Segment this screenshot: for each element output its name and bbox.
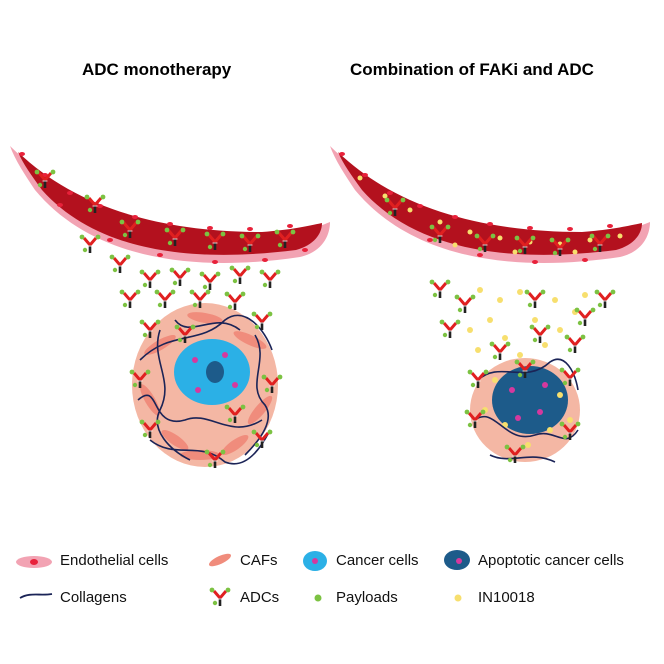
- legend-adcs-label: ADCs: [240, 589, 280, 606]
- legend-payload-icon: [314, 594, 322, 602]
- left-tumor: [128, 303, 284, 470]
- legend-endothelial-icon: [16, 556, 52, 568]
- legend-cancer-icon: [303, 551, 327, 571]
- right-extravasated-agents: [428, 278, 617, 362]
- left-blood-vessel: [10, 146, 330, 264]
- left-panel-title: ADC monotherapy: [82, 60, 232, 79]
- legend-endothelial-label: Endothelial cells: [60, 552, 169, 569]
- legend-in10018-icon: [454, 594, 462, 602]
- right-tumor: [463, 358, 582, 465]
- legend-adc-icon: [208, 586, 232, 608]
- legend-apoptotic-label: Apoptotic cancer cells: [478, 552, 624, 569]
- legend-cafs-label: CAFs: [240, 552, 278, 569]
- right-panel-title: Combination of FAKi and ADC: [350, 60, 594, 79]
- legend-payloads-label: Payloads: [336, 589, 398, 606]
- legend-collagens-label: Collagens: [60, 589, 127, 606]
- legend-collagen-icon: [19, 593, 53, 599]
- right-blood-vessel: [330, 146, 650, 264]
- legend-cancer-label: Cancer cells: [336, 552, 419, 569]
- legend-apoptotic-icon: [444, 550, 470, 570]
- legend-in10018-label: IN10018: [478, 589, 535, 606]
- legend-caf-icon: [208, 553, 232, 567]
